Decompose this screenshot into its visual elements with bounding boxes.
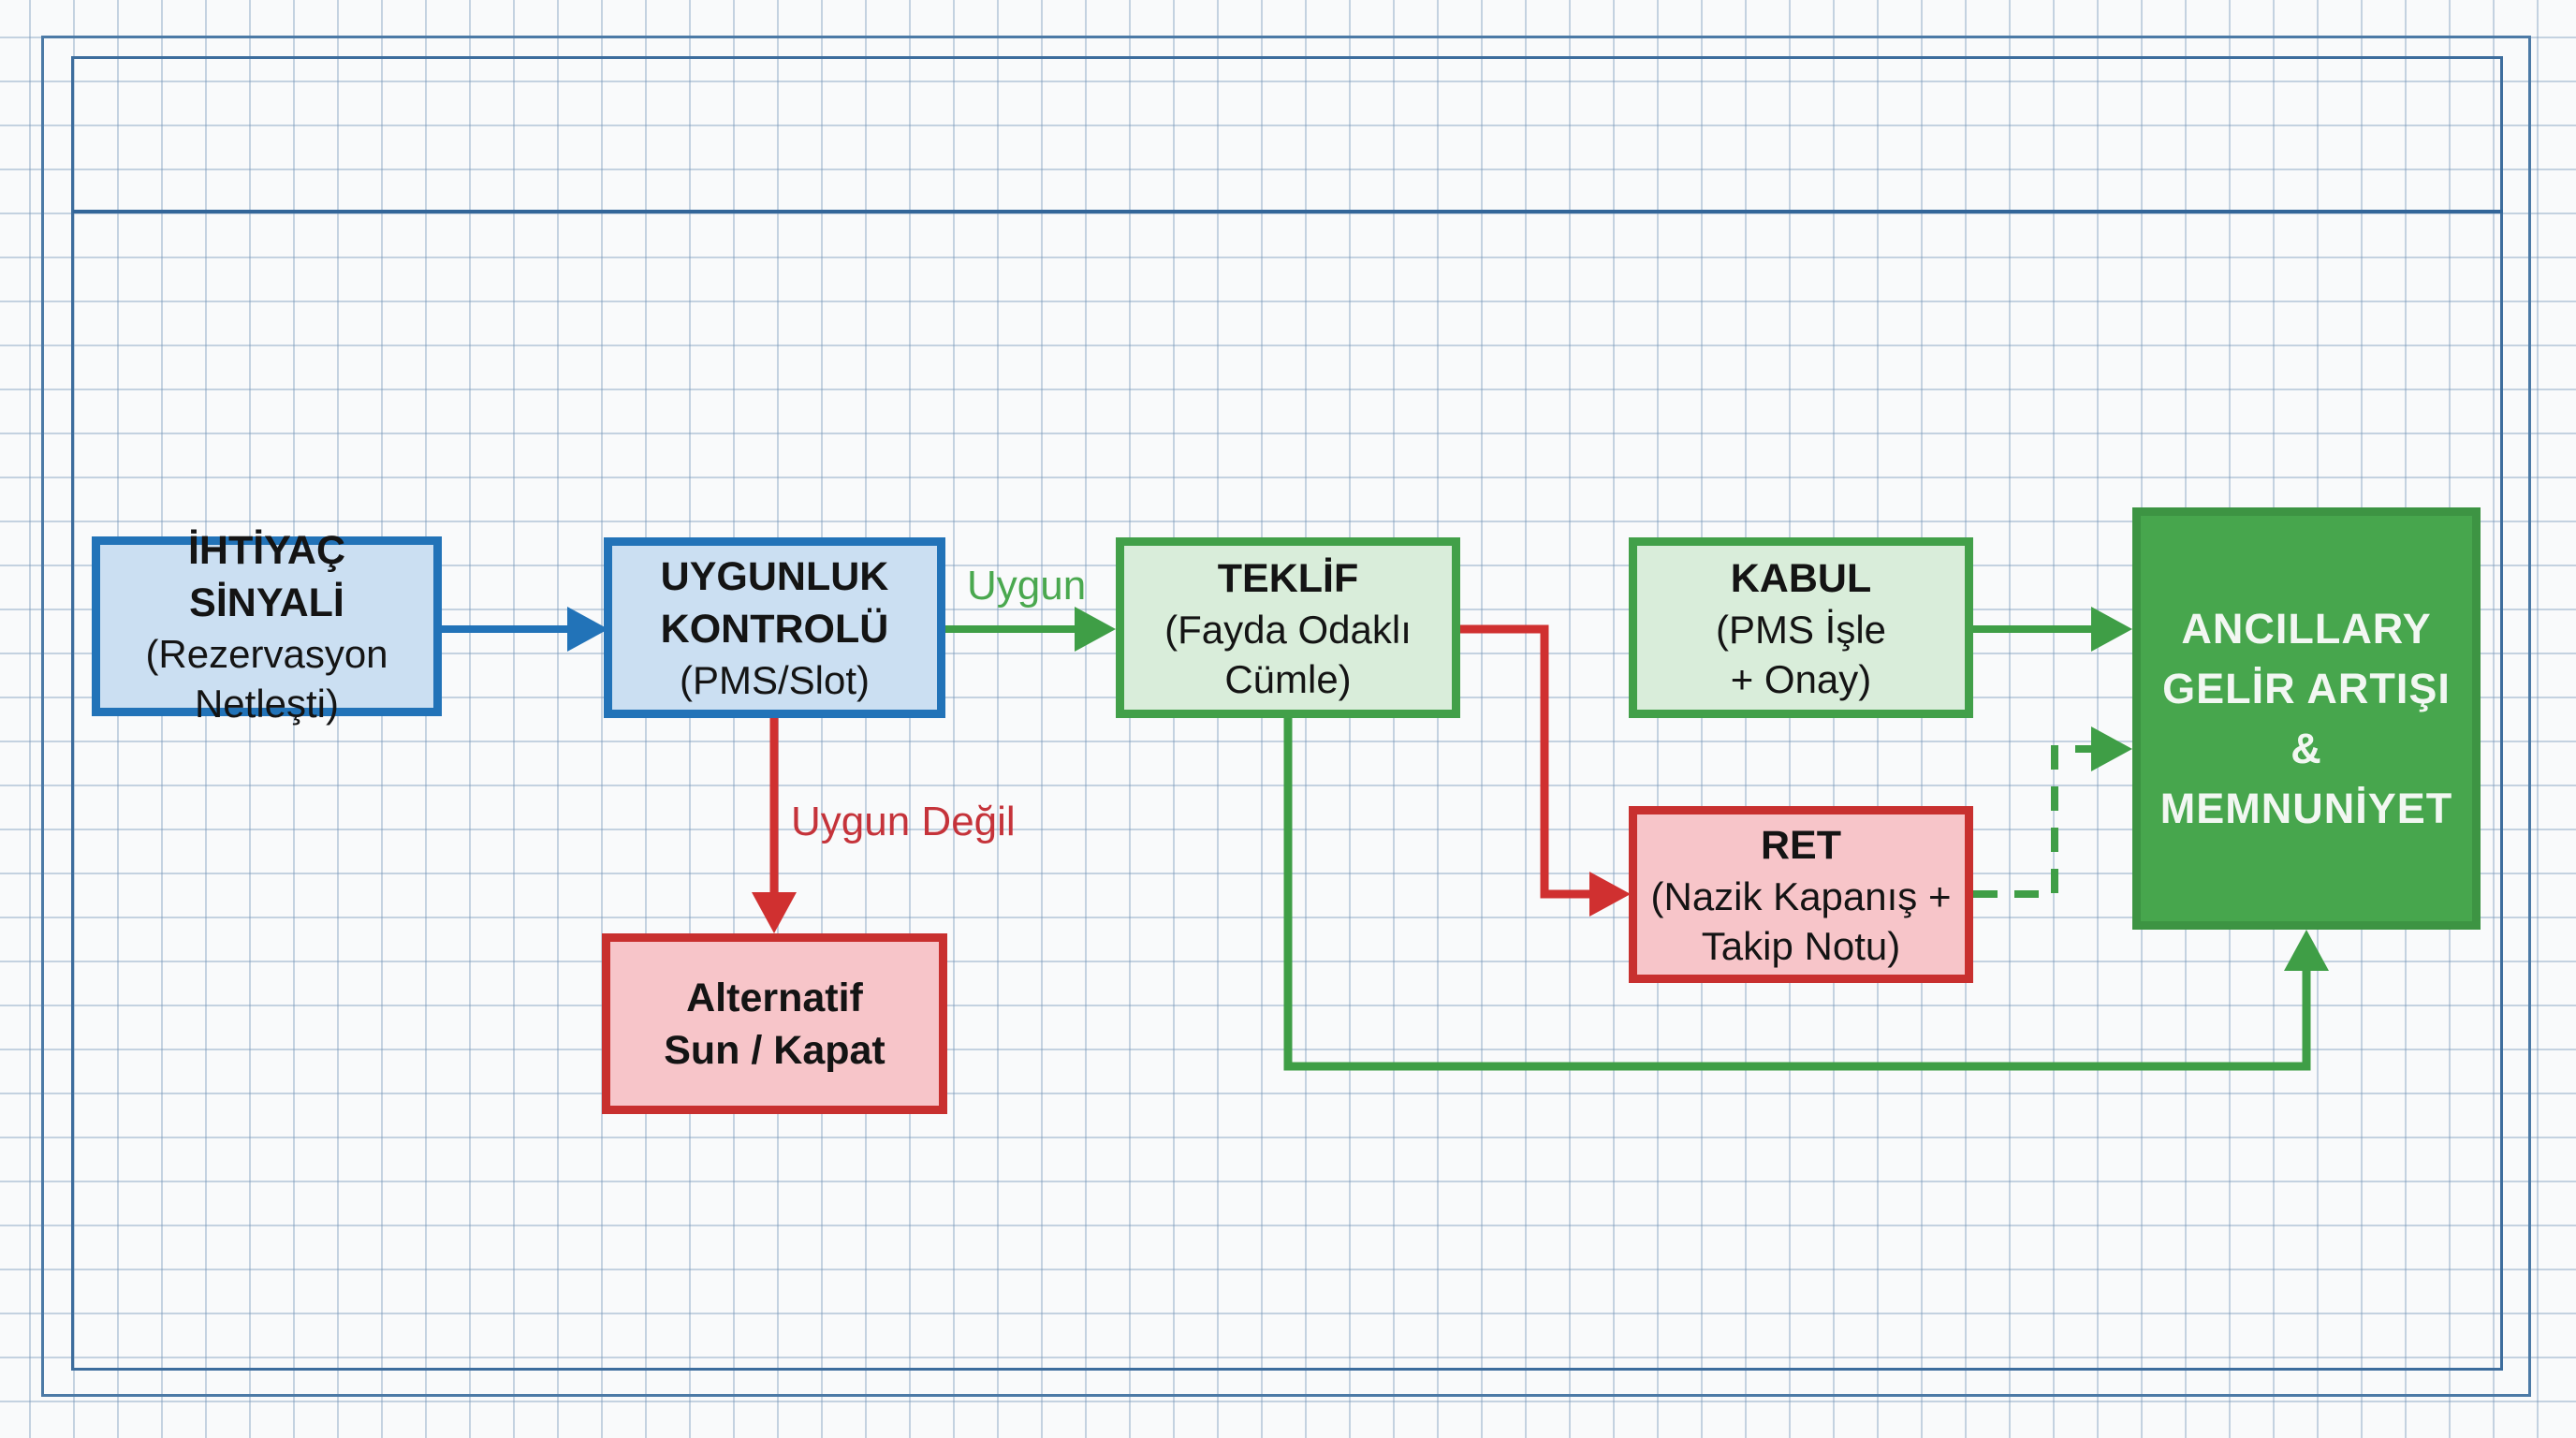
node-accept-subtitle-line1: (PMS İşle [1715, 607, 1887, 652]
paper-header-rule [73, 210, 2503, 213]
node-offer-subtitle-line2: Cümle) [1224, 656, 1352, 701]
arrowhead-right-blue-icon [567, 607, 608, 652]
node-offer-title: TEKLİF [1217, 555, 1359, 601]
edge-reject-to-outcome-dashed-line [1973, 745, 2093, 898]
edge-offer-to-outcome-line [1283, 718, 2311, 1071]
node-accept-title: KABUL [1730, 555, 1872, 601]
node-accept-subtitle-line2: + Onay) [1730, 656, 1872, 701]
node-outcome-line3: & [2291, 724, 2322, 772]
arrowhead-down-red-icon [752, 892, 797, 933]
node-eligibility-check-subtitle: (PMS/Slot) [679, 658, 871, 702]
node-eligibility-check-title-line1: UYGUNLUK [660, 554, 889, 599]
edge-offer-to-reject-line [1460, 624, 1593, 899]
node-accept: KABUL (PMS İşle + Onay) [1629, 537, 1973, 718]
arrowhead-right-green-icon [2091, 607, 2132, 652]
edge-label-eligible: Uygun [967, 563, 1087, 609]
arrowhead-right-green-icon [1075, 607, 1116, 652]
arrowhead-right-red-icon [1589, 872, 1631, 917]
node-need-signal-title: İHTİYAÇ SİNYALİ [187, 528, 346, 625]
node-need-signal: İHTİYAÇ SİNYALİ (Rezervasyon Netleşti) [92, 528, 442, 726]
edge-label-not-eligible: Uygun Değil [791, 799, 1016, 844]
node-alternative-title-line2: Sun / Kapat [664, 1027, 886, 1073]
node-reject-subtitle-line1: (Nazik Kapanış + [1650, 873, 1952, 918]
arrowhead-right-green-icon [2091, 726, 2132, 771]
node-eligibility-check-title-line2: KONTROLÜ [660, 607, 889, 652]
node-offer-subtitle-line1: (Fayda Odaklı [1164, 607, 1412, 652]
node-outcome: ANCILLARY GELİR ARTIŞI & MEMNUNİYET [2132, 507, 2481, 930]
paper-outer-frame [41, 36, 2531, 1397]
node-need-signal-subtitle-line1: (Rezervasyon [145, 632, 388, 676]
node-eligibility-check: UYGUNLUK KONTROLÜ (PMS/Slot) [604, 537, 945, 718]
paper-inner-frame [71, 56, 2503, 1371]
node-reject-title: RET [1761, 822, 1841, 868]
node-alternative-title-line1: Alternatif [686, 975, 863, 1020]
node-reject: RET (Nazik Kapanış + Takip Notu) [1629, 806, 1973, 983]
node-outcome-line4: MEMNUNİYET [2159, 784, 2453, 832]
node-outcome-line1: ANCILLARY [2181, 604, 2432, 653]
node-alternative: Alternatif Sun / Kapat [602, 933, 947, 1114]
node-need-signal-subtitle-line2: Netleşti) [194, 682, 340, 726]
arrowhead-up-green-icon [2284, 930, 2329, 971]
node-offer: TEKLİF (Fayda Odaklı Cümle) [1116, 537, 1460, 718]
node-reject-subtitle-line2: Takip Notu) [1701, 923, 1901, 968]
node-outcome-line2: GELİR ARTIŞI [2162, 664, 2451, 712]
